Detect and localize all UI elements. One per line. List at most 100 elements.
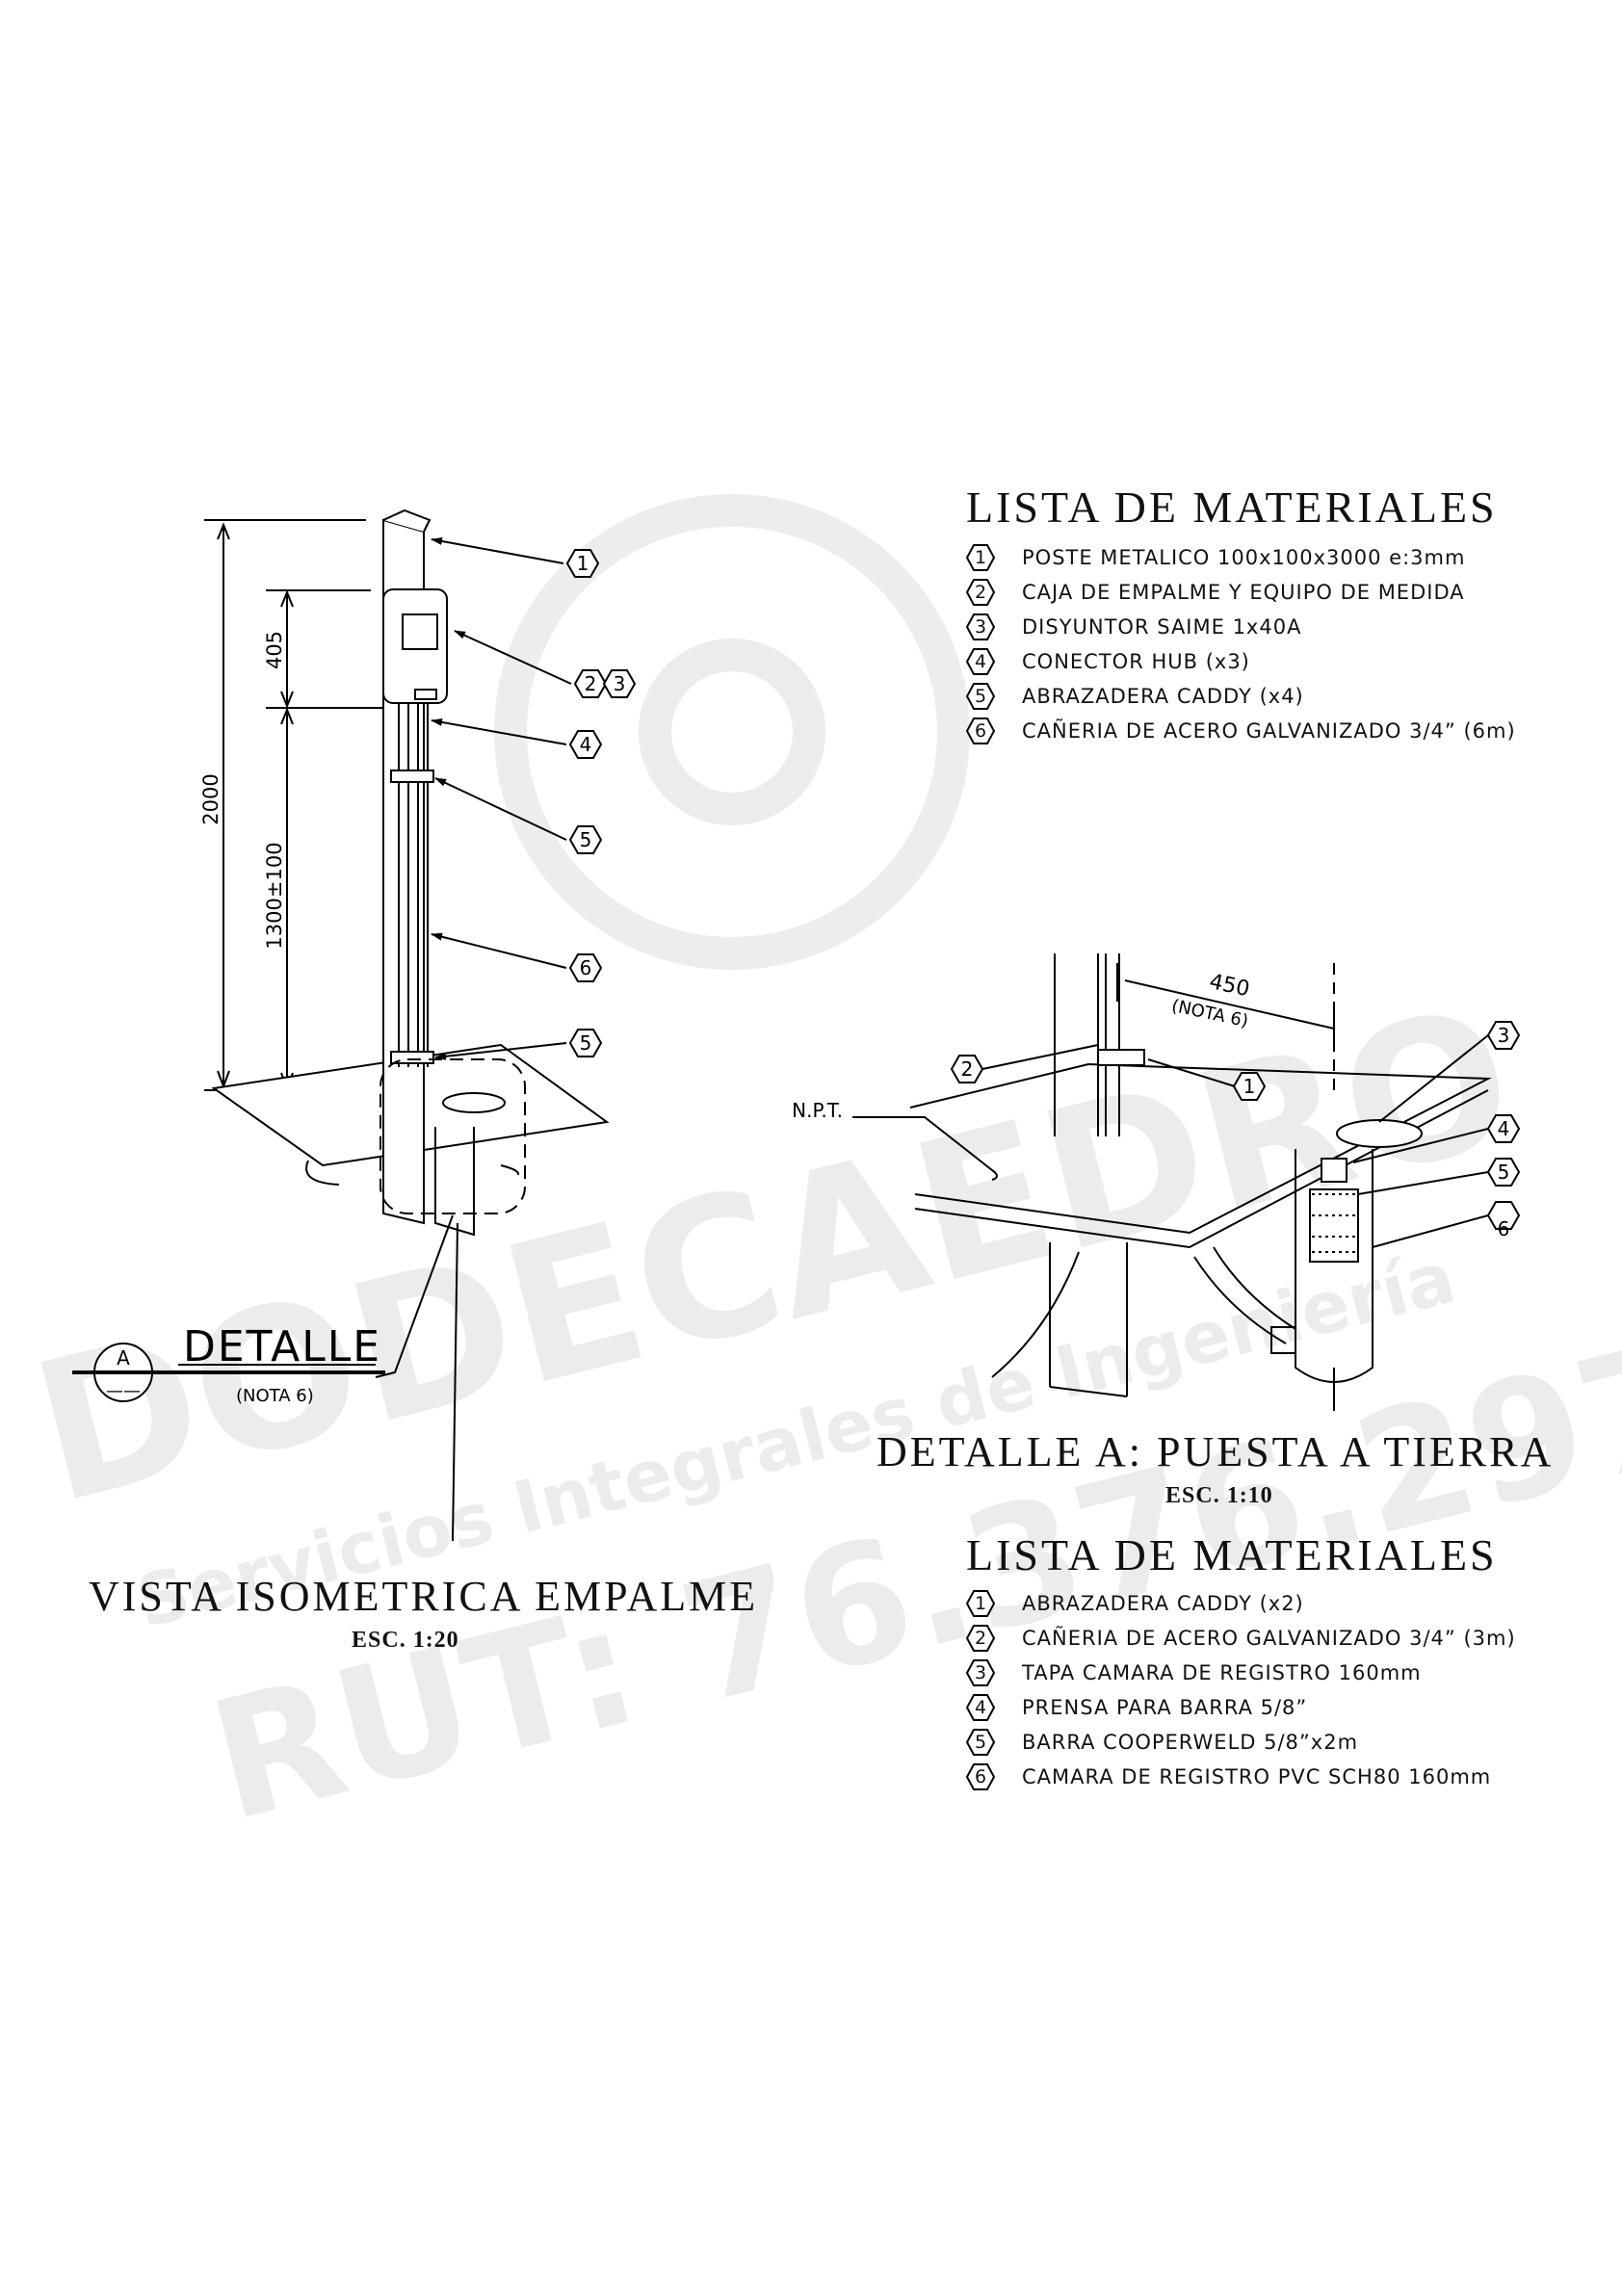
item-number-hex: 4 <box>966 1693 995 1722</box>
callout-1: 1 <box>565 549 600 578</box>
item-text: CAMARA DE REGISTRO PVC SCH80 160mm <box>1022 1765 1492 1788</box>
item-number-hex: 2 <box>966 578 995 607</box>
item-number-hex: 6 <box>966 1762 995 1791</box>
detail-callouts: 1 2 3 4 5 6 <box>950 1021 1521 1240</box>
detail-ref-letter: A <box>117 1346 130 1370</box>
svg-text:4: 4 <box>1498 1117 1510 1140</box>
item-number-hex: 1 <box>966 1589 995 1618</box>
item-number-hex: 1 <box>966 543 995 572</box>
item-text: CAÑERIA DE ACERO GALVANIZADO 3/4” (3m) <box>1022 1627 1516 1650</box>
item-number-hex: 3 <box>966 613 995 641</box>
item-number-hex: 5 <box>966 682 995 711</box>
detail-post <box>1049 953 1128 1397</box>
svg-text:3: 3 <box>614 672 626 695</box>
list-item: 3 TAPA CAMARA DE REGISTRO 160mm <box>966 1656 1516 1690</box>
callout-4: 4 <box>568 730 603 759</box>
materials-main-title: LISTA DE MATERIALES <box>966 483 1498 532</box>
svg-text:5: 5 <box>580 828 592 851</box>
list-item: 1 POSTE METALICO 100x100x3000 e:3mm <box>966 540 1516 575</box>
svg-text:3: 3 <box>1498 1024 1510 1047</box>
leader-lines <box>431 537 572 1060</box>
meter-box <box>382 588 448 704</box>
detail-ref-dash: —— <box>106 1381 141 1401</box>
item-text: PRENSA PARA BARRA 5/8” <box>1022 1696 1308 1719</box>
callout-6: 6 <box>568 953 603 982</box>
svg-text:5: 5 <box>1498 1161 1510 1184</box>
dim-total: 2000 <box>199 773 222 824</box>
detail-callout-6: 6 <box>1486 1201 1521 1240</box>
list-item: 1 ABRAZADERA CADDY (x2) <box>966 1586 1516 1621</box>
npt-label: N.P.T. <box>792 1099 843 1122</box>
materials-detail: LISTA DE MATERIALES 1 ABRAZADERA CADDY (… <box>966 1529 1516 1794</box>
callout-3: 3 <box>602 669 637 698</box>
item-number-hex: 5 <box>966 1728 995 1757</box>
list-item: 6 CAMARA DE REGISTRO PVC SCH80 160mm <box>966 1760 1516 1794</box>
item-text: BARRA COOPERWELD 5/8”x2m <box>1022 1731 1359 1754</box>
clamp-lower <box>390 1051 434 1064</box>
isometric-title: VISTA ISOMETRICA EMPALME <box>89 1573 759 1620</box>
detail-callout-3: 3 <box>1486 1021 1521 1050</box>
materials-detail-title: LISTA DE MATERIALES <box>966 1530 1498 1579</box>
detail-a-region <box>379 1058 526 1214</box>
svg-text:1: 1 <box>577 552 589 575</box>
svg-text:6: 6 <box>580 956 592 979</box>
watermark-gear-icon <box>494 494 970 970</box>
detail-ref-note: (NOTA 6) <box>236 1386 314 1406</box>
dim-box: 405 <box>263 631 286 669</box>
list-item: 6 CAÑERIA DE ACERO GALVANIZADO 3/4” (6m) <box>966 714 1516 748</box>
item-text: ABRAZADERA CADDY (x4) <box>1022 685 1304 708</box>
item-text: DISYUNTOR SAIME 1x40A <box>1022 615 1302 639</box>
materials-main: LISTA DE MATERIALES 1 POSTE METALICO 100… <box>966 482 1516 748</box>
detail-clamp <box>1097 1049 1145 1066</box>
detail-ref-label: DETALLE <box>183 1322 381 1371</box>
detail-a-title: DETALLE A: PUESTA A TIERRA <box>876 1428 1555 1475</box>
item-text: ABRAZADERA CADDY (x2) <box>1022 1592 1304 1615</box>
detail-dim-note: (NOTA 6) <box>1169 996 1249 1031</box>
item-number-hex: 6 <box>966 717 995 745</box>
svg-text:4: 4 <box>580 733 592 756</box>
svg-text:2: 2 <box>961 1057 974 1081</box>
materials-detail-list: 1 ABRAZADERA CADDY (x2) 2 CAÑERIA DE ACE… <box>966 1586 1516 1794</box>
conduits <box>398 703 429 1067</box>
detail-chamber <box>1270 1119 1423 1411</box>
list-item: 5 BARRA COOPERWELD 5/8”x2m <box>966 1725 1516 1760</box>
svg-text:6: 6 <box>1498 1217 1510 1240</box>
svg-text:5: 5 <box>580 1031 592 1055</box>
detail-callout-1: 1 <box>1232 1072 1267 1101</box>
clamp-upper <box>390 770 434 783</box>
ground-chamber <box>305 1092 520 1542</box>
callout-5b: 5 <box>568 1029 603 1057</box>
detail-dim-value: 450 <box>1207 970 1251 1002</box>
item-text: CONECTOR HUB (x3) <box>1022 650 1250 673</box>
list-item: 3 DISYUNTOR SAIME 1x40A <box>966 610 1516 644</box>
materials-main-list: 1 POSTE METALICO 100x100x3000 e:3mm 2 CA… <box>966 540 1516 748</box>
detail-conduit <box>991 953 1296 1378</box>
detail-callout-4: 4 <box>1486 1114 1521 1143</box>
item-text: TAPA CAMARA DE REGISTRO 160mm <box>1022 1661 1422 1684</box>
item-text: POSTE METALICO 100x100x3000 e:3mm <box>1022 546 1466 569</box>
svg-text:2: 2 <box>585 672 597 695</box>
list-item: 4 PRENSA PARA BARRA 5/8” <box>966 1690 1516 1725</box>
callout-5: 5 <box>568 825 603 854</box>
dim-height: 1300±100 <box>263 842 286 949</box>
list-item: 2 CAJA DE EMPALME Y EQUIPO DE MEDIDA <box>966 575 1516 610</box>
list-item: 2 CAÑERIA DE ACERO GALVANIZADO 3/4” (3m) <box>966 1621 1516 1656</box>
detail-callout-2: 2 <box>950 1055 984 1083</box>
npt-leader <box>852 1116 998 1181</box>
item-text: CAÑERIA DE ACERO GALVANIZADO 3/4” (6m) <box>1022 719 1516 743</box>
detail-dimension <box>1116 963 1335 1098</box>
item-number-hex: 4 <box>966 647 995 676</box>
detail-a-scale: ESC. 1:10 <box>1165 1483 1273 1508</box>
list-item: 5 ABRAZADERA CADDY (x4) <box>966 679 1516 714</box>
iso-callouts: 1 2 3 4 5 6 5 <box>565 549 637 1057</box>
isometric-scale: ESC. 1:20 <box>352 1628 459 1653</box>
item-number-hex: 2 <box>966 1624 995 1653</box>
detail-slab <box>909 1062 1492 1235</box>
detail-callout-5: 5 <box>1486 1158 1521 1187</box>
item-number-hex: 3 <box>966 1658 995 1687</box>
callout-2: 2 <box>573 669 608 698</box>
list-item: 4 CONECTOR HUB (x3) <box>966 644 1516 679</box>
